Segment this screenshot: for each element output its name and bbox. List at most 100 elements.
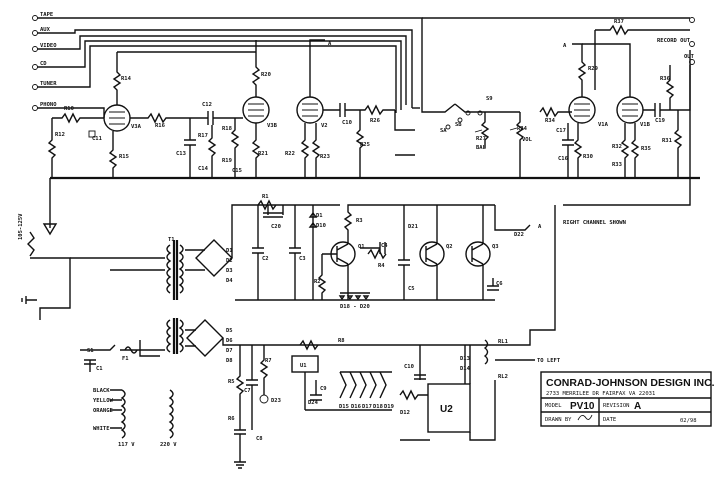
d6-label: D6 — [226, 338, 233, 344]
r23-label: R23 — [320, 154, 330, 160]
r36-label: R36 — [660, 76, 671, 82]
s1-label: S1 — [87, 348, 94, 354]
phono-stage: V3A V3B V2 R14 R20 A R10 R12 R15 C11 R16… — [47, 39, 415, 178]
r10-label: R10 — [64, 106, 74, 112]
drawn-by-signature — [577, 414, 593, 421]
sa-label: SA — [440, 128, 447, 134]
d3-label: D3 — [226, 268, 233, 274]
v1b-label: V1B — [640, 122, 651, 128]
d10-label: D10 — [316, 223, 326, 229]
v1a-label: V1A — [598, 122, 609, 128]
c19-label: C19 — [655, 118, 665, 124]
c10-label: C10 — [342, 120, 352, 126]
vol-label: VOL — [522, 137, 533, 143]
bottom-ground — [234, 461, 246, 469]
d8-label: D8 — [226, 358, 233, 364]
c14-label: C14 — [198, 166, 209, 172]
v117-label: 117 V — [118, 442, 135, 448]
d16-label: D16 — [351, 404, 362, 410]
sb-label: SB — [455, 122, 462, 128]
v3b-label: V3B — [267, 123, 278, 129]
d15-label: D15 — [339, 404, 349, 410]
u2-label: U2 — [440, 404, 453, 415]
d1-label: D1 — [226, 248, 233, 254]
c11-label: C11 — [92, 136, 103, 142]
out-jack-3 — [689, 59, 695, 65]
r30-label: R30 — [583, 154, 593, 160]
bal-label: BAL — [476, 145, 487, 151]
s9-label: S9 — [486, 96, 493, 102]
r3-label: R3 — [356, 218, 363, 224]
r22-label: R22 — [285, 151, 295, 157]
r26-label: R26 — [370, 118, 381, 124]
output-jacks: RECORD OUT OUT — [657, 17, 695, 65]
c4-label: C4 — [381, 243, 388, 249]
revision-value: A — [634, 401, 641, 412]
r37-label: R37 — [614, 19, 624, 25]
r29-label: R29 — [588, 66, 598, 72]
r34-label: R34 — [545, 118, 556, 124]
input-bus-wires — [37, 17, 690, 118]
c9-label: C9 — [320, 386, 327, 392]
r4-label: R4 — [378, 263, 385, 269]
tape-label: TAPE — [40, 12, 53, 18]
right-channel-shown: RIGHT CHANNEL SHOWN — [563, 220, 626, 226]
t1-label: T1 — [168, 237, 175, 243]
c17-label: C17 — [556, 128, 566, 134]
date-label: DATE — [603, 417, 616, 423]
d22-label: D22 — [514, 232, 524, 238]
u2-chip — [427, 383, 471, 433]
drawn-by-label: DRAWN BY — [545, 417, 572, 423]
title-block: CONRAD-JOHNSON DESIGN INC. 2733 MERRILEE… — [540, 371, 715, 427]
r15-label: R15 — [119, 154, 129, 160]
c1-label: C1 — [96, 366, 103, 372]
r25-label: R25 — [360, 142, 370, 148]
v220-label: 220 V — [160, 442, 177, 448]
c6-label: C6 — [496, 281, 503, 287]
r20-label: R20 — [261, 72, 271, 78]
transformer-legend: BLACK YELLOW ORANGE WHITE 117 V 220 V — [93, 388, 177, 448]
c3-label: C3 — [299, 256, 306, 262]
c7-label: C7 — [244, 388, 251, 394]
date-value: 02/98 — [680, 418, 697, 424]
d19-label: D19 — [384, 404, 394, 410]
r7-label: R7 — [265, 358, 272, 364]
out-label: OUT — [684, 54, 695, 60]
r32-label: R32 — [612, 144, 622, 150]
d7-label: D7 — [226, 348, 233, 354]
r17-label: R17 — [198, 133, 208, 139]
title-block-frame — [540, 371, 712, 427]
d5-label: D5 — [226, 328, 233, 334]
rl1-label: RL1 — [498, 339, 509, 345]
line-stage: S9 SA SB R27 BAL R24 VOL R34 V1A V1B R29… — [432, 19, 691, 178]
c13-label: C13 — [176, 151, 186, 157]
black-wire-label: BLACK — [93, 388, 110, 394]
company-address: 2733 MERRILEE DR FAIRFAX VA 22031 — [546, 391, 655, 397]
r5-label: R5 — [228, 379, 235, 385]
c15-label: C15 — [232, 168, 242, 174]
c5-label: C5 — [408, 286, 415, 292]
video-label: VIDEO — [40, 43, 57, 49]
q1-label: Q1 — [358, 244, 365, 250]
r6-label: R6 — [228, 416, 235, 422]
d21-label: D21 — [408, 224, 419, 230]
q3-label: Q3 — [492, 244, 499, 250]
d18-label: D18 — [373, 404, 383, 410]
to-left-label: TO LEFT — [537, 358, 561, 364]
d18-d20-label: D18 - D20 — [340, 304, 370, 310]
r31-label: R31 — [662, 138, 673, 144]
v3a-label: V3A — [131, 124, 142, 130]
model-value: PV10 — [570, 401, 595, 412]
out-jack-2 — [689, 41, 695, 47]
c12-label: C12 — [202, 102, 212, 108]
d23-led — [259, 394, 269, 404]
q2-transistor — [419, 241, 445, 267]
phono-label: PHONO — [40, 102, 57, 108]
a-label-2: A — [563, 43, 567, 49]
r21-label: R21 — [258, 151, 269, 157]
mains-label: 105-125V — [18, 213, 24, 240]
q2-label: Q2 — [446, 244, 453, 250]
r12-label: R12 — [55, 132, 65, 138]
